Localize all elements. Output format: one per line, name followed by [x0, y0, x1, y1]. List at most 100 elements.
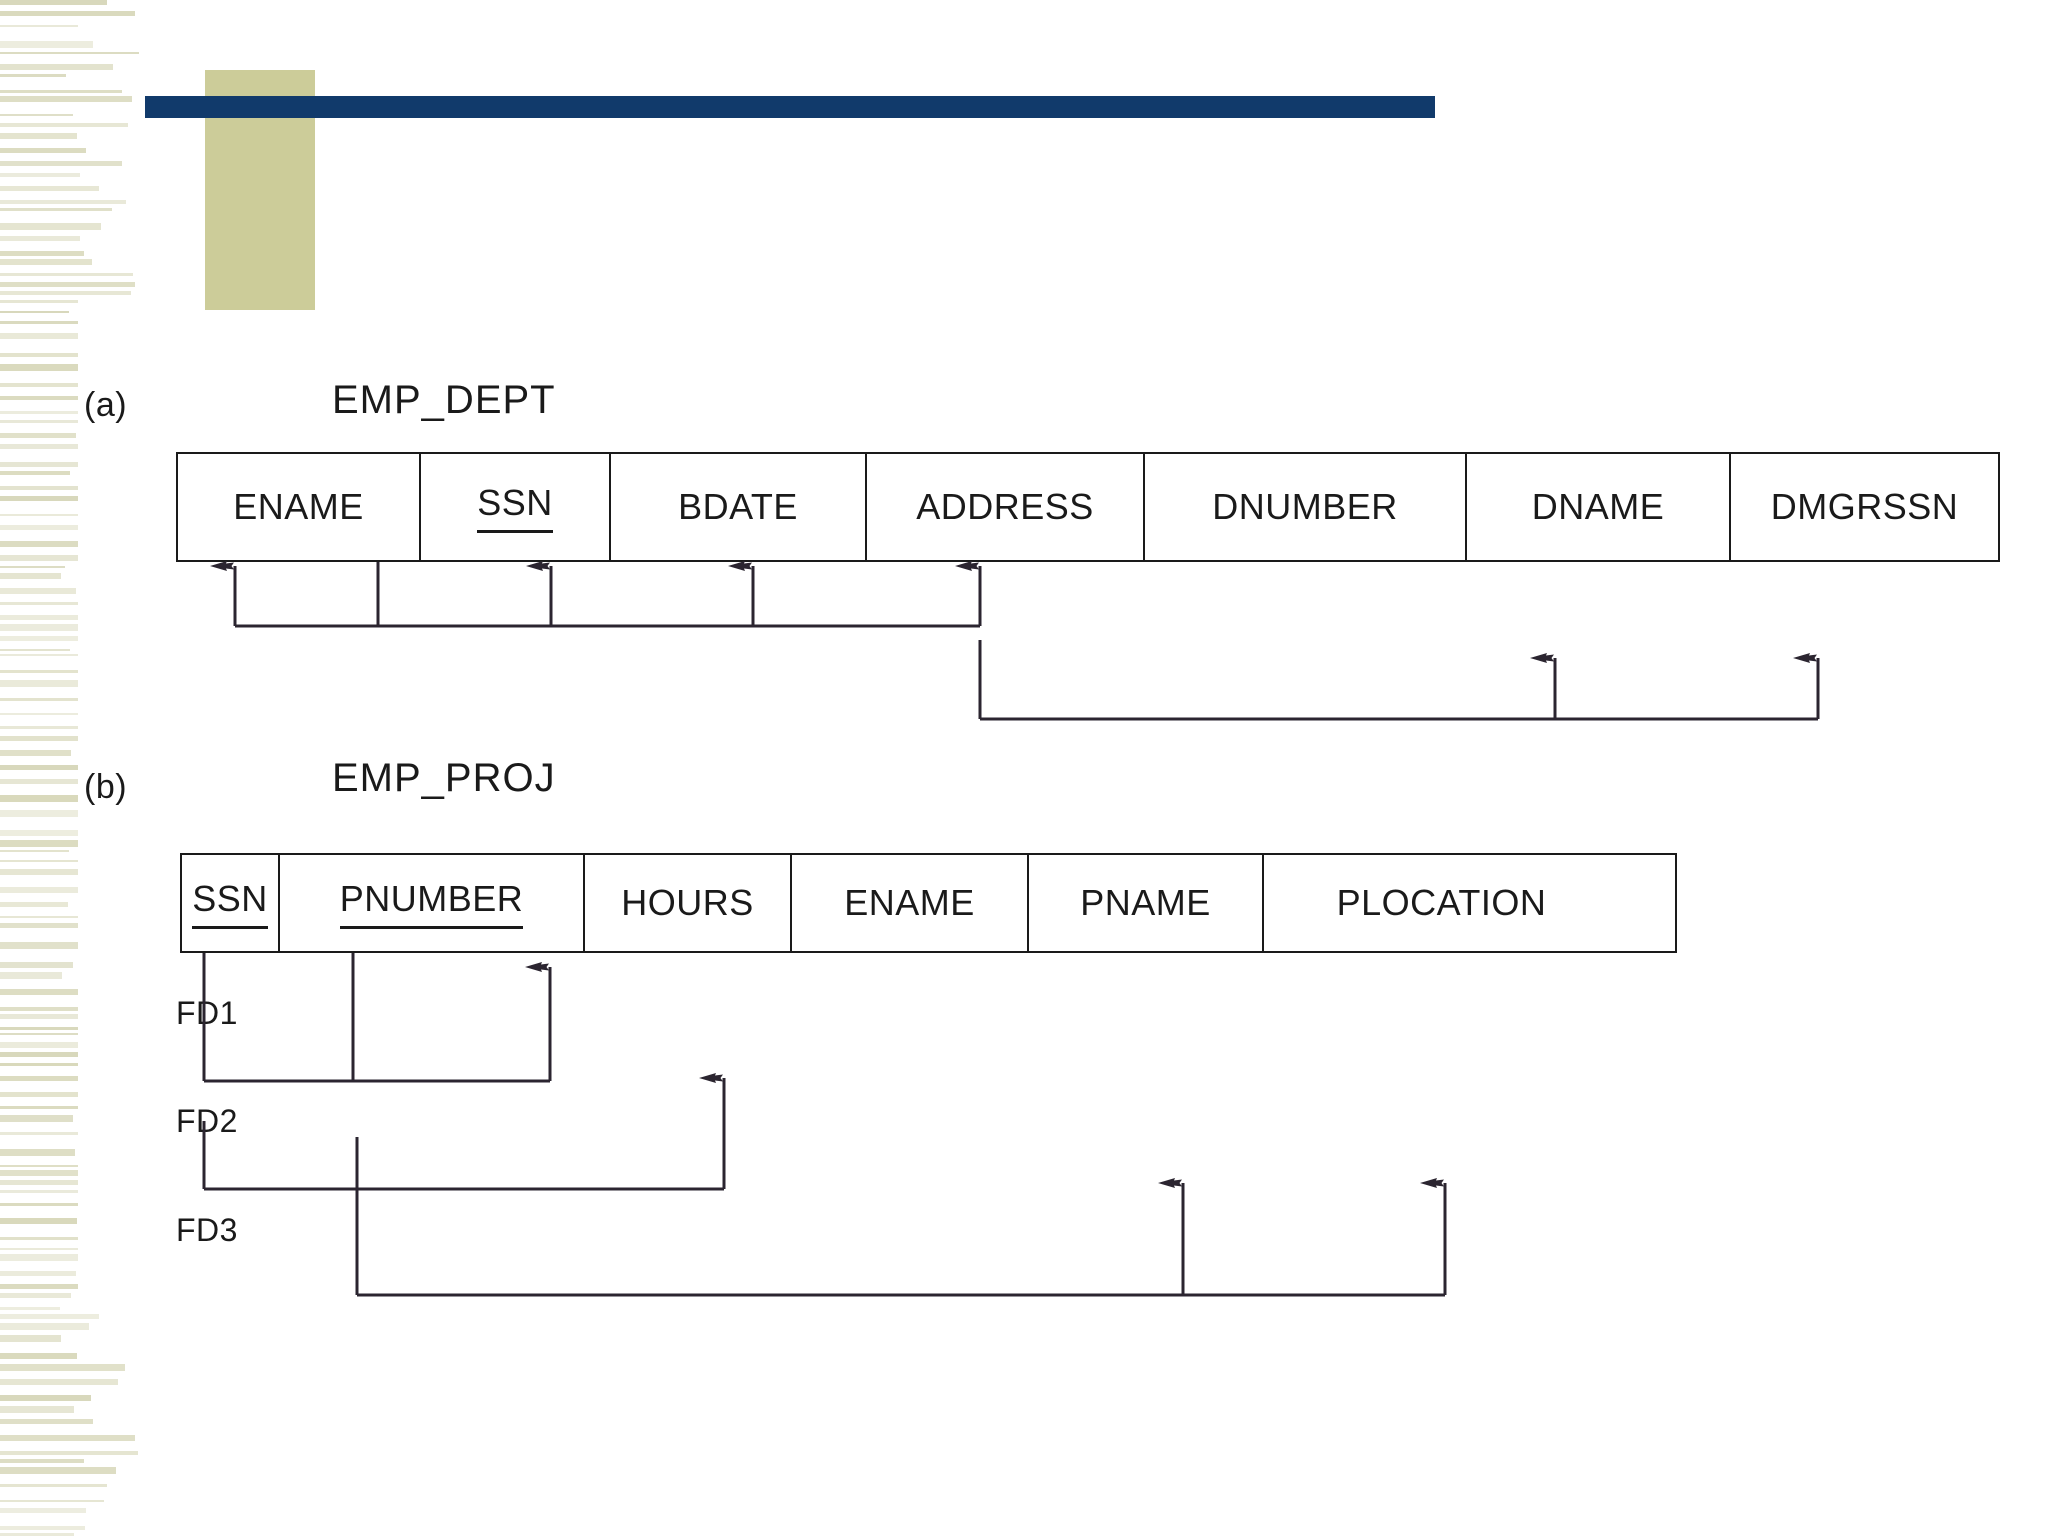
decorative-stripe [0, 750, 71, 756]
decorative-stripe [0, 573, 61, 579]
decorative-stripe [0, 795, 135, 802]
decorative-stripe [0, 1335, 61, 1342]
decorative-stripe [0, 840, 133, 847]
decorative-stripe [0, 1115, 73, 1122]
decorative-stripe [0, 1533, 74, 1536]
decorative-stripe [0, 1042, 78, 1048]
decorative-stripe [0, 1190, 86, 1193]
decorative-stripe [0, 186, 99, 191]
decorative-stripe [0, 1052, 104, 1057]
decorative-stripe [0, 566, 65, 568]
attr-dmgrssn: DMGRSSN [1770, 486, 1959, 527]
attr-ename: ENAME [178, 454, 421, 560]
decorative-stripe [0, 236, 80, 241]
decorative-stripe [0, 1027, 136, 1030]
attr-dnumber: DNUMBER [1145, 454, 1467, 560]
decorative-stripe [0, 1014, 113, 1019]
fd-emp-dept-ssn-group [210, 561, 982, 628]
decorative-stripe [0, 1364, 125, 1371]
decorative-stripe [0, 333, 82, 339]
part-b-label: (b) [84, 768, 128, 806]
decorative-stripe [0, 396, 137, 400]
decorative-stripe [0, 282, 135, 287]
decorative-stripe [0, 364, 103, 371]
decorative-stripe [0, 1165, 91, 1167]
decorative-stripe [0, 1435, 135, 1441]
decorative-stripe [0, 636, 118, 641]
decorative-stripe [0, 962, 73, 968]
decorative-stripe [0, 1508, 86, 1513]
decorative-stripe [0, 624, 82, 631]
fd-label-fd1: FD1 [176, 995, 238, 1031]
decorative-stripe [0, 525, 110, 530]
decorative-stripe [0, 1293, 71, 1298]
decorative-stripe [0, 1180, 103, 1185]
decorative-stripe [0, 588, 76, 594]
fd1-group [202, 953, 552, 1083]
decorative-stripe [0, 1271, 76, 1276]
decorative-stripe [0, 1007, 79, 1011]
decorative-stripe-band [0, 0, 146, 1536]
decorative-stripe [0, 123, 128, 127]
decorative-stripe [0, 1076, 110, 1081]
decorative-stripe [0, 1467, 116, 1474]
decorative-stripe [0, 1526, 85, 1530]
decorative-stripe [0, 1459, 84, 1463]
decorative-stripe [0, 433, 76, 438]
fd-label-fd3: FD3 [176, 1212, 238, 1248]
attr-proj-ename: ENAME [792, 855, 1029, 951]
header-accent-bar [145, 96, 1435, 118]
attr-proj-pname: PNAME [1029, 855, 1264, 951]
decorative-stripe [0, 300, 127, 303]
decorative-stripe [0, 90, 122, 93]
decorative-stripe [0, 779, 136, 784]
decorative-stripe [0, 602, 110, 605]
decorative-stripe [0, 1353, 77, 1359]
decorative-stripe [0, 383, 136, 387]
decorative-stripe [0, 860, 78, 862]
fd-emp-dept-dnumber-group [978, 640, 1820, 721]
decorative-stripe [0, 496, 99, 501]
decorative-stripe [0, 1237, 86, 1240]
decorative-stripe [0, 541, 97, 547]
attr-proj-plocation: PLOCATION [1336, 882, 1547, 923]
decorative-stripe [0, 411, 89, 414]
attr-proj-ssn: SSN [182, 855, 280, 951]
decorative-stripe [0, 555, 137, 561]
decorative-stripe [0, 25, 78, 27]
relation-title-emp-proj: EMP_PROJ [332, 756, 556, 800]
fd3-group [355, 1137, 1447, 1297]
decorative-stripe [0, 64, 113, 70]
decorative-stripe [0, 161, 122, 166]
decorative-stripe [0, 654, 87, 656]
decorative-stripe [0, 251, 84, 256]
decorative-stripe [0, 1254, 119, 1261]
attr-proj-pnumber: PNUMBER [280, 855, 585, 951]
decorative-stripe [0, 765, 127, 770]
decorative-stripe [0, 1092, 128, 1097]
decorative-stripe [0, 736, 134, 741]
part-a-label: (a) [84, 386, 128, 424]
decorative-stripe [0, 1323, 89, 1330]
fd-label-fd2: FD2 [176, 1103, 238, 1139]
relation-emp-proj: SSN PNUMBER HOURS ENAME PNAME PLOCATION [180, 853, 1677, 953]
decorative-stripe [0, 353, 128, 357]
attr-proj-hours: HOURS [585, 855, 792, 951]
decorative-stripe [0, 74, 66, 77]
decorative-stripe [0, 942, 140, 949]
decorative-stripe [0, 1314, 99, 1319]
decorative-stripe [0, 173, 80, 177]
decorative-stripe [0, 680, 111, 687]
decorative-stripe [0, 1379, 118, 1385]
decorative-stripe [0, 830, 112, 836]
decorative-stripe [0, 223, 101, 230]
decorative-stripe [0, 1451, 138, 1455]
decorative-stripe [0, 850, 69, 852]
decorative-stripe [0, 1033, 89, 1035]
decorative-stripe [0, 420, 130, 423]
decorative-stripe [0, 148, 86, 153]
decorative-stripe [0, 41, 93, 48]
decorative-stripe [0, 972, 62, 979]
decorative-stripe [0, 1484, 107, 1487]
decorative-stripe [0, 114, 73, 116]
